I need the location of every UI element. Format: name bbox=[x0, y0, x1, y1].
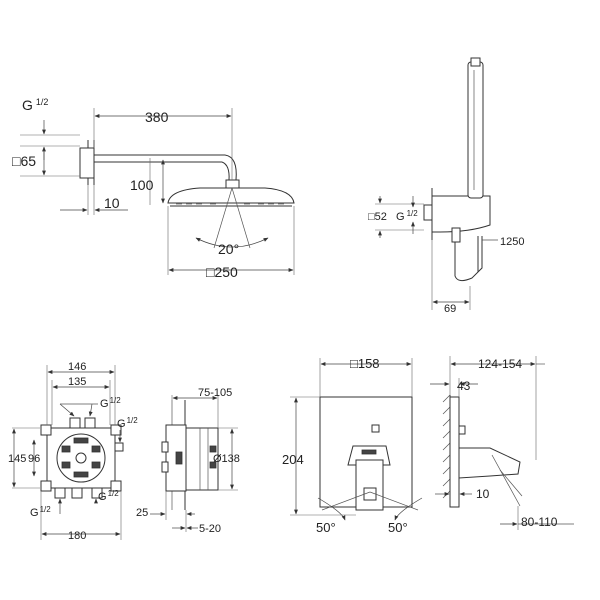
box-thread-right: G1/2 bbox=[117, 416, 138, 430]
height-label: 204 bbox=[282, 452, 304, 467]
angle-right-label: 50° bbox=[388, 520, 408, 535]
shower-arm-bend bbox=[224, 154, 237, 181]
hand-shower bbox=[467, 61, 484, 199]
head-connector bbox=[225, 179, 240, 189]
rotation-line bbox=[369, 491, 419, 511]
arm-length-label: 380 bbox=[145, 109, 169, 125]
head-size-label: □250 bbox=[206, 264, 238, 280]
lever-travel-line bbox=[491, 454, 521, 507]
mixer-side-view: 124-154 43 10 80-110 bbox=[430, 356, 574, 530]
angle-left-label: 50° bbox=[316, 520, 336, 535]
box-thread-bottom-right: G1/2 bbox=[98, 489, 119, 503]
flange-size-label: □65 bbox=[12, 153, 36, 169]
plate-size-label: □158 bbox=[350, 356, 380, 371]
shower-head bbox=[167, 187, 295, 204]
wall-outlet bbox=[423, 204, 433, 221]
lever-insert bbox=[363, 487, 377, 501]
wall-flange bbox=[79, 147, 95, 179]
box-cartridge bbox=[185, 427, 219, 491]
box-front-view: 146 135 G1/2 G1/2 145 96 G1/2 G1/2 180 bbox=[8, 361, 138, 542]
box-thread-top: G1/2 bbox=[100, 396, 121, 410]
tilt-arc bbox=[195, 237, 269, 248]
gap-label: 10 bbox=[476, 487, 490, 501]
holder-bracket bbox=[431, 195, 491, 233]
install-range-label: 124-154 bbox=[478, 357, 522, 371]
lever-range-label: 80-110 bbox=[521, 515, 558, 529]
box-thread-bottom-left: G1/2 bbox=[30, 505, 51, 519]
box-width-inner-label: 135 bbox=[68, 376, 86, 388]
box-inner-ring bbox=[56, 433, 106, 483]
hose bbox=[454, 236, 483, 282]
diverter-button bbox=[371, 424, 380, 433]
box-height-outer-label: 145 bbox=[8, 453, 26, 465]
button-side bbox=[458, 425, 466, 435]
hose-connector bbox=[451, 227, 461, 243]
depth-range-label: 75-105 bbox=[198, 387, 232, 399]
outlet-size-label: □52 bbox=[368, 211, 387, 223]
box-side-view: 75-105 Ø138 25 5-20 bbox=[136, 387, 240, 535]
drop-height-label: 100 bbox=[130, 177, 154, 193]
depth-label: 43 bbox=[457, 379, 471, 393]
shower-arm-bend bbox=[221, 161, 230, 181]
adjust-range-label: 5-20 bbox=[199, 523, 221, 535]
box-width-bottom-label: 180 bbox=[68, 530, 86, 542]
wall-hatch bbox=[442, 394, 451, 499]
hose-length-label: 1250 bbox=[500, 236, 524, 248]
spray-angle-label: 20° bbox=[218, 241, 239, 257]
lever-body bbox=[355, 459, 384, 511]
mixer-front-view: 50° 50° □158 204 bbox=[282, 356, 423, 535]
offset-label: 25 bbox=[136, 507, 148, 519]
diameter-label: Ø138 bbox=[213, 453, 240, 465]
wall-offset-label: 10 bbox=[104, 195, 120, 211]
plate-side bbox=[449, 396, 460, 508]
rotation-line bbox=[321, 491, 371, 511]
lever-side bbox=[458, 447, 521, 479]
box-height-inner-label: 96 bbox=[28, 453, 40, 465]
hand-shower-tip bbox=[470, 57, 481, 67]
projection-label: 69 bbox=[444, 303, 456, 315]
box-width-outer-label: 146 bbox=[68, 361, 86, 373]
